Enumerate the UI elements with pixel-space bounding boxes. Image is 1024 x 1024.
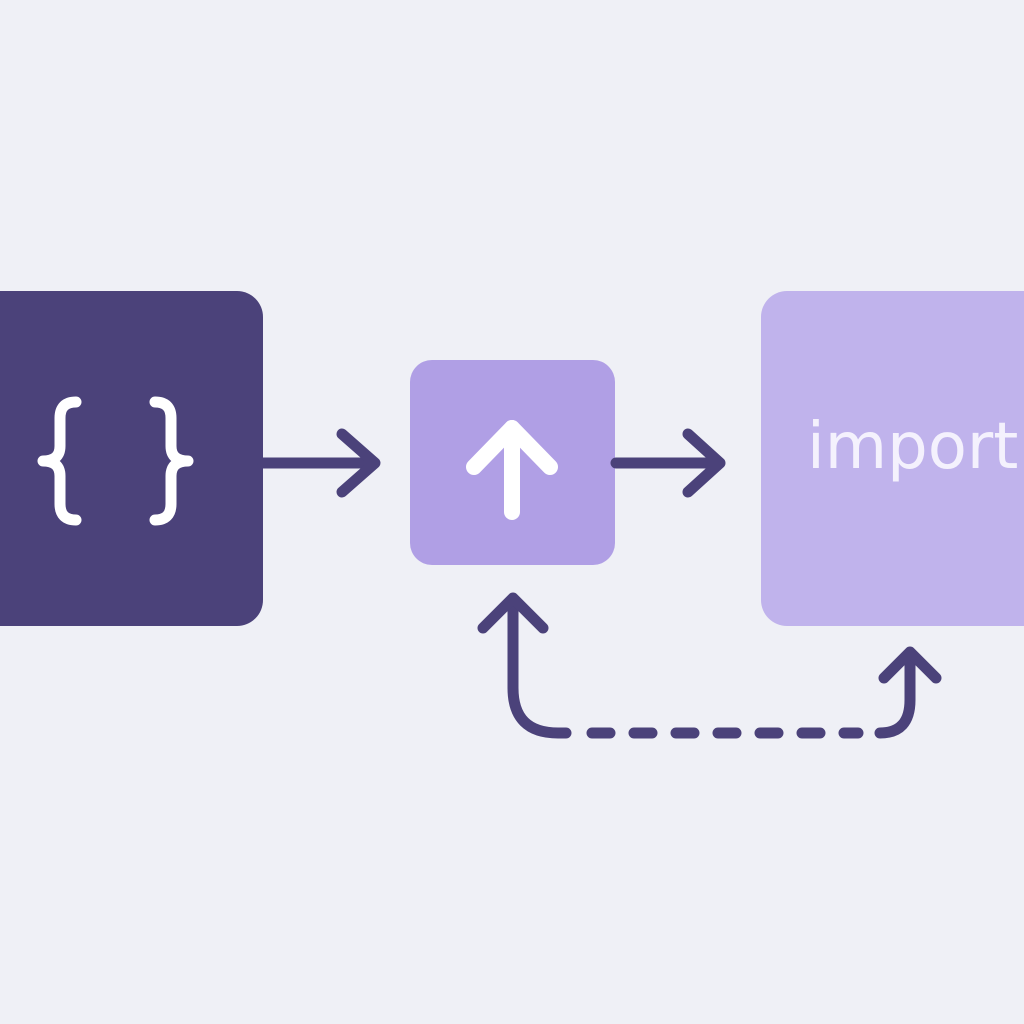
- loop-left-arrow-head: [477, 592, 549, 634]
- import-label: import: [807, 410, 1018, 484]
- arrow-source-to-upload: [257, 428, 381, 498]
- import-box: [761, 291, 1024, 626]
- right-brace: [149, 396, 194, 526]
- import-node: import: [761, 291, 1024, 626]
- curly-braces-icon: [37, 396, 194, 526]
- loop-left-riser: [507, 596, 572, 739]
- arrow-head: [682, 428, 726, 498]
- arrow-up-head: [466, 420, 558, 475]
- source-box: [0, 291, 263, 626]
- arrow-head: [336, 428, 381, 498]
- loop-right-arrow-head: [878, 646, 942, 684]
- loop-connector: [477, 592, 942, 739]
- left-brace: [37, 396, 82, 526]
- arrow-up-icon: [466, 420, 558, 520]
- source-node: [0, 291, 263, 626]
- upload-node: [410, 360, 615, 565]
- arrow-upload-to-import: [610, 428, 726, 498]
- loop-right-riser: [874, 650, 916, 739]
